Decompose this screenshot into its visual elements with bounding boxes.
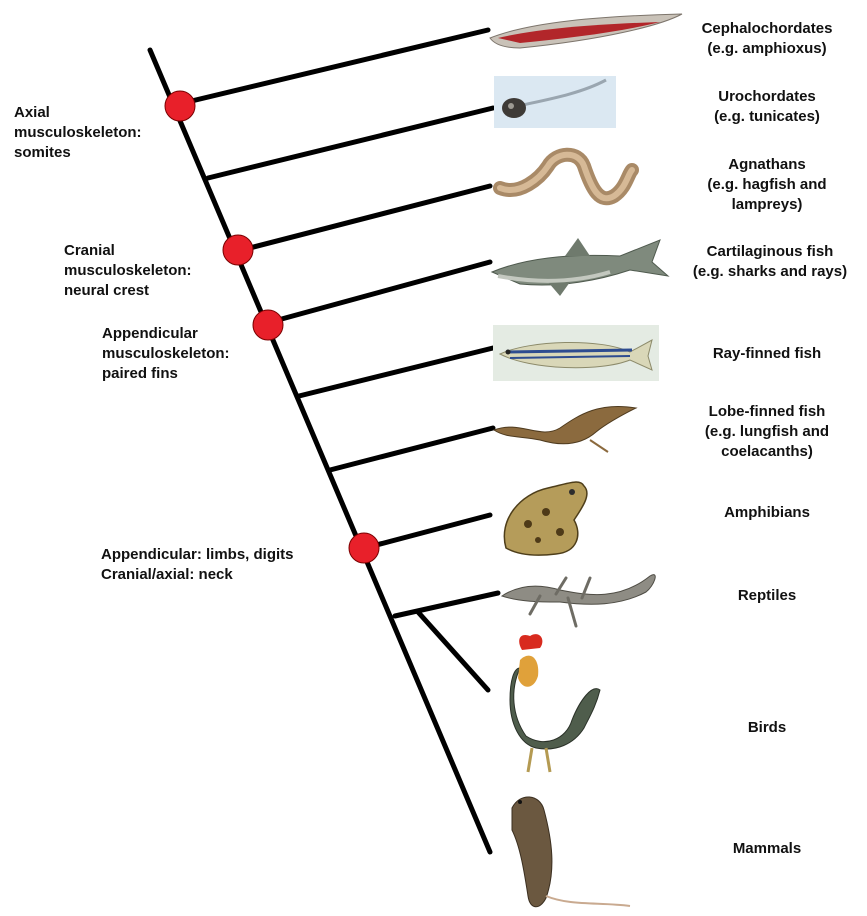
event-label-axial: Axial musculoskeleton: somites [14,103,174,163]
frog-image [504,482,587,555]
node-cranial [223,235,253,265]
branch-birds [418,612,488,690]
event-label-cranial: Cranial musculoskeleton: neural crest [64,241,224,301]
branch-cartilaginous-fish [267,262,490,323]
branch-agnathans [238,186,490,251]
event-label-limbs-neck: Appendicular: limbs, digits Cranial/axia… [101,545,351,585]
rooster-image [510,634,600,772]
lungfish-image [494,406,636,452]
node-limbs-neck [349,533,379,563]
taxon-label-amphibians: Amphibians [682,503,852,523]
taxon-label-agnathans: Agnathans (e.g. hagfish and lampreys) [682,155,852,215]
zebrafish-image [493,325,659,381]
branch-ray-finned-fish [299,348,493,396]
hagfish-image [500,155,632,199]
taxon-label-mammals: Mammals [682,839,852,859]
branch-amniotes [395,593,498,616]
taxon-label-lobe-finned-fish: Lobe-finned fish (e.g. lungfish and coel… [682,402,852,462]
taxon-label-urochordates: Urochordates (e.g. tunicates) [682,87,852,127]
branch-lobe-finned-fish [330,428,493,470]
branch-cephalochordates [179,30,488,104]
taxon-label-birds: Birds [682,718,852,738]
taxon-label-cartilaginous-fish: Cartilaginous fish (e.g. sharks and rays… [675,242,865,282]
taxon-label-reptiles: Reptiles [682,586,852,606]
branch-urochordates [208,108,493,178]
branch-amphibians [365,515,490,548]
shark-image [492,238,668,296]
taxon-label-cephalochordates: Cephalochordates (e.g. amphioxus) [682,19,852,59]
tree-trunk [150,50,490,852]
amphioxus-image [490,14,682,48]
lizard-image [502,575,655,626]
rat-image [512,797,630,907]
event-label-appendicular: Appendicular musculoskeleton: paired fin… [102,324,282,384]
tunicate-larva-image [494,76,616,128]
taxon-label-ray-finned-fish: Ray-finned fish [682,344,852,364]
